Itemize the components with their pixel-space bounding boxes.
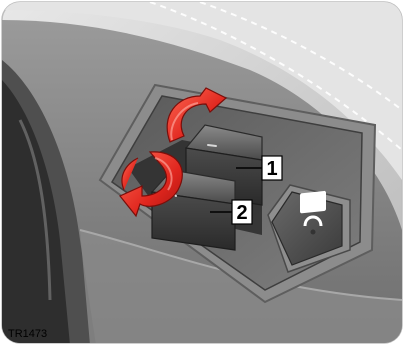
callout-2: 2 <box>232 200 252 224</box>
callout-2-label: 2 <box>236 202 247 224</box>
reference-code: TR1473 <box>8 328 47 340</box>
callout-1: 1 <box>262 156 282 180</box>
lower-window-switch[interactable] <box>152 170 235 250</box>
callout-1-label: 1 <box>266 158 277 180</box>
